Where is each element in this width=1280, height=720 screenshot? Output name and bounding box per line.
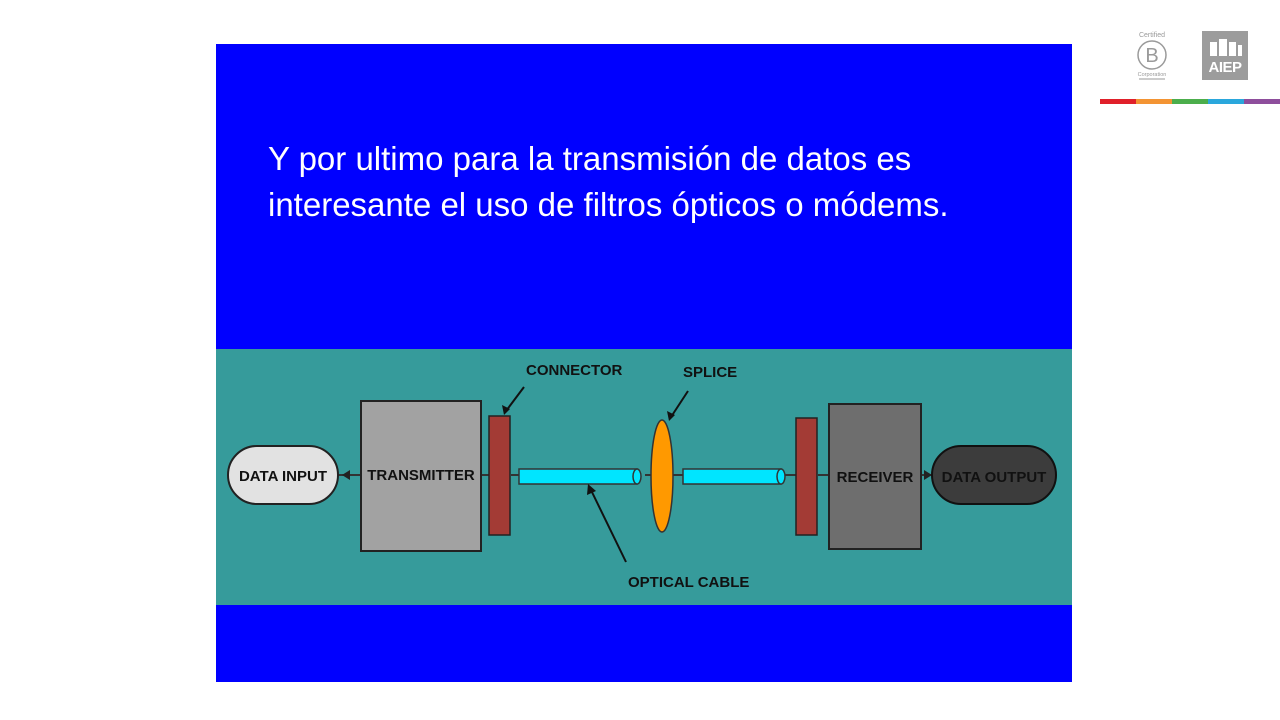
splice-pointer [670, 390, 689, 418]
stripe-segment [1244, 99, 1280, 104]
receiver-box [828, 403, 922, 550]
cable-end [632, 468, 642, 485]
stripe-segment [1100, 99, 1136, 104]
optical-cable-pointer [589, 487, 627, 563]
arrow-icon [502, 405, 510, 415]
cable-end [776, 468, 786, 485]
slide-text: Y por ultimo para la transmisión de dato… [268, 140, 949, 223]
splice-shape [650, 419, 674, 533]
brand-color-stripe [1100, 99, 1280, 104]
connector-right [795, 417, 818, 536]
aiep-logo: AIEP [1202, 31, 1248, 80]
b-circle-icon [1137, 40, 1167, 70]
stripe-segment [1172, 99, 1208, 104]
receiver-label: RECEIVER [837, 469, 914, 486]
transmitter-box [360, 400, 482, 552]
data-output-shape [931, 445, 1057, 505]
arrow-icon [342, 470, 350, 480]
data-input-shape [227, 445, 339, 505]
aiep-building-icon [1210, 39, 1242, 56]
connector-label: CONNECTOR [526, 362, 623, 379]
aiep-logo-text: AIEP [1208, 59, 1242, 76]
b-letter: B [1145, 45, 1158, 67]
stripe-segment [1136, 99, 1172, 104]
slide-panel: Y por ultimo para la transmisión de dato… [216, 44, 1072, 682]
arrow-icon [587, 484, 596, 495]
transmitter-label: TRANSMITTER [367, 467, 475, 484]
arrow-icon [667, 411, 675, 421]
connector-pointer [505, 386, 525, 412]
optical-cable-segment [682, 468, 782, 485]
splice-label: SPLICE [683, 364, 737, 381]
stripe-segment [1208, 99, 1244, 104]
optical-cable-segment [518, 468, 638, 485]
certified-b-corporation-logo: Certified B Corporation [1137, 32, 1167, 80]
arrow-icon [924, 470, 932, 480]
optical-cable-label: OPTICAL CABLE [628, 574, 749, 591]
connector-left [488, 415, 511, 536]
corporation-text: Corporation [1138, 72, 1167, 78]
data-input-label: DATA INPUT [239, 468, 327, 485]
diagram-svg: DATA INPUT TRANSMITTER RECEIVER DATA OUT… [227, 362, 1057, 591]
data-output-label: DATA OUTPUT [942, 469, 1047, 486]
fiber-optic-diagram: DATA INPUT TRANSMITTER RECEIVER DATA OUT… [216, 349, 1072, 605]
certified-text: Certified [1139, 32, 1165, 39]
